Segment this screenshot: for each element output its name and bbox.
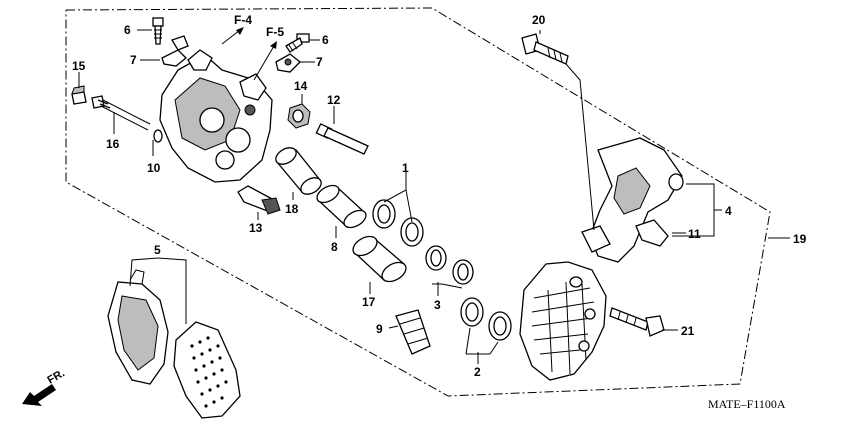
front-arrow-icon (22, 384, 56, 406)
callout-3: 3 (434, 298, 441, 312)
callout-18: 18 (285, 202, 299, 216)
callout-20: 20 (532, 13, 546, 27)
callout-17: 17 (362, 295, 376, 309)
reference-arrows (221, 27, 277, 81)
callout-5: 5 (154, 243, 161, 257)
callout-11: 11 (688, 227, 701, 241)
piston-18 (275, 147, 322, 195)
callout-1: 1 (402, 161, 409, 175)
pad-spring-9 (395, 309, 431, 355)
callout-16: 16 (106, 137, 120, 151)
callout-19: 19 (793, 232, 807, 246)
diagram-code: MATE–F1100A (708, 397, 786, 411)
pin-16 (91, 95, 151, 131)
leader-lines (78, 29, 790, 364)
bleeder-screw-left (152, 17, 164, 45)
callout-15: 15 (72, 59, 86, 73)
bleeder-screw-right (285, 33, 310, 53)
ring-10 (153, 129, 163, 143)
callout-4: 4 (725, 204, 732, 218)
seal-set-2 (460, 297, 512, 341)
reference-f5: F-5 (266, 25, 284, 39)
caliper-body (159, 49, 273, 183)
callout-9: 9 (376, 322, 383, 336)
clip-11 (635, 219, 669, 247)
callout-13: 13 (249, 221, 263, 235)
caliper-housing-right (519, 261, 607, 381)
bolt-20 (521, 33, 569, 65)
front-direction-label: FR. (46, 367, 67, 386)
bleeder-cap-left (161, 35, 189, 67)
seal-set-3 (425, 245, 474, 285)
callout-6-right: 6 (322, 33, 329, 47)
piston-8 (316, 184, 367, 229)
callout-12: 12 (327, 93, 341, 107)
seal-set-1 (372, 199, 424, 247)
callout-14: 14 (294, 79, 308, 93)
pin-12 (315, 123, 369, 155)
callout-2: 2 (474, 365, 481, 379)
brake-pad-rear (107, 269, 169, 385)
assembly-boundary (65, 7, 771, 397)
bolt-13 (237, 185, 281, 215)
callout-21: 21 (681, 324, 695, 338)
brake-pad-front (173, 321, 241, 419)
nut-15 (71, 85, 87, 105)
callout-6-left: 6 (124, 23, 131, 37)
callout-10: 10 (147, 161, 161, 175)
callout-7-left: 7 (130, 53, 137, 67)
piston-17 (352, 235, 407, 283)
callout-7-right: 7 (316, 55, 323, 69)
bolt-21 (609, 307, 665, 337)
bracket-4 (581, 137, 684, 263)
bleeder-cap-right (275, 53, 301, 73)
reference-f4: F-4 (234, 13, 252, 27)
nut-14 (287, 103, 311, 129)
callout-8: 8 (331, 240, 338, 254)
